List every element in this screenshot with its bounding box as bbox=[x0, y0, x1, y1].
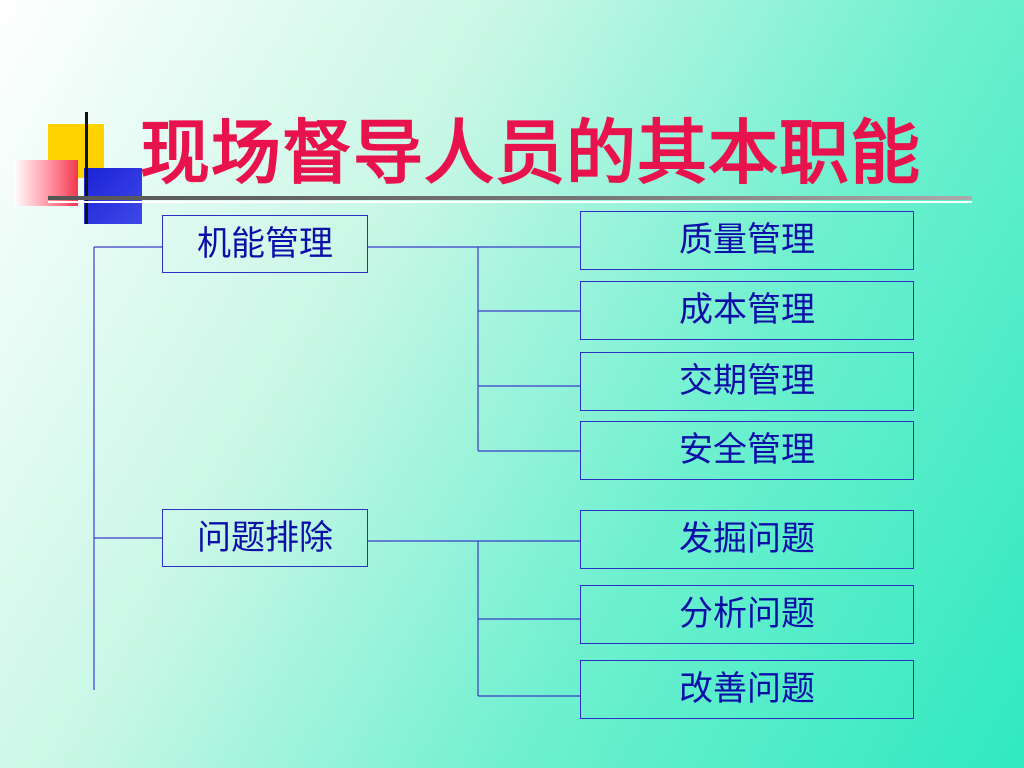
node-analyze-problems: 分析问题 bbox=[580, 585, 914, 644]
title-underline bbox=[48, 196, 972, 200]
decor-vertical-bar bbox=[85, 112, 88, 224]
title-underline-highlight bbox=[48, 201, 972, 203]
node-discover-problems: 发掘问题 bbox=[580, 510, 914, 569]
node-functional-management: 机能管理 bbox=[162, 215, 368, 273]
node-quality-management: 质量管理 bbox=[580, 211, 914, 270]
node-cost-management: 成本管理 bbox=[580, 281, 914, 340]
node-safety-management: 安全管理 bbox=[580, 421, 914, 480]
node-improve-problems: 改善问题 bbox=[580, 660, 914, 719]
node-problem-solving: 问题排除 bbox=[162, 509, 368, 567]
page-title: 现场督导人员的其本职能 bbox=[140, 111, 921, 194]
node-delivery-management: 交期管理 bbox=[580, 352, 914, 411]
